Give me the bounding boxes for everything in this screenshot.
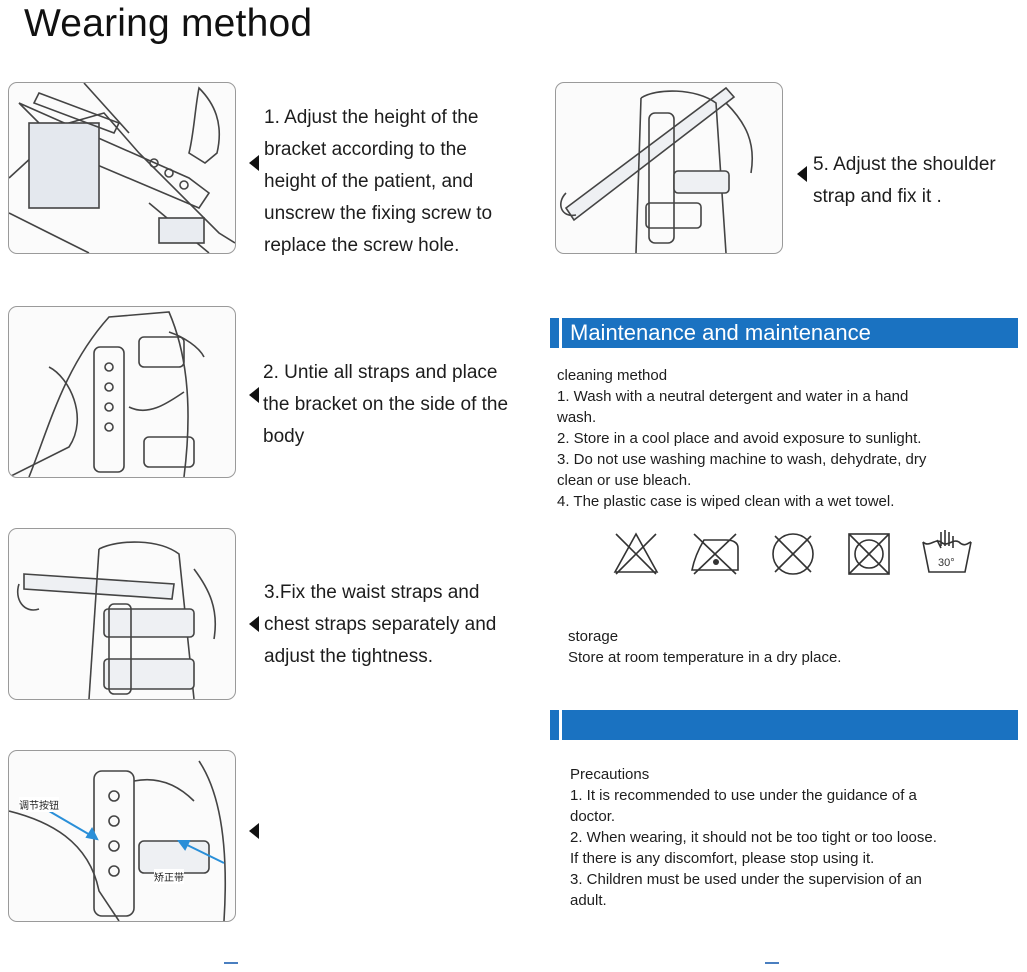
correction-strap-label: 矫正带 — [154, 869, 184, 884]
page-title: Wearing method — [24, 2, 313, 45]
wash-temperature: 30° — [938, 557, 955, 569]
step2-pointer-icon — [249, 387, 259, 403]
step5-photo — [555, 82, 783, 254]
step3-text: 3.Fix the waist straps and chest straps … — [264, 582, 497, 667]
precaution-line: doctor. — [570, 808, 616, 825]
no-bleach-icon — [613, 532, 659, 575]
shoulder-strap-illustration — [560, 86, 754, 253]
cleaning-line: 3. Do not use washing machine to wash, d… — [557, 451, 927, 468]
precaution-line: 3. Children must be used under the super… — [570, 871, 922, 888]
cleaning-line: 1. Wash with a neutral detergent and wat… — [557, 388, 909, 405]
step2-text: 2. Untie all straps and place the bracke… — [263, 362, 509, 447]
precautions-section: Precautions 1. It is recommended to use … — [570, 764, 937, 911]
storage-text: Store at room temperature in a dry place… — [568, 649, 842, 666]
precaution-line: 1. It is recommended to use under the gu… — [570, 787, 917, 804]
step4-photo: 调节按钮 矫正带 — [8, 750, 236, 922]
bottom-divider-right — [765, 962, 779, 964]
precautions-title: Precautions — [570, 766, 650, 783]
precaution-line: If there is any discomfort, please stop … — [570, 850, 875, 867]
step5-text: 5. Adjust the shoulder strap and fix it … — [813, 154, 996, 207]
cleaning-line: wash. — [557, 409, 597, 426]
no-iron-icon — [691, 533, 739, 575]
cleaning-line: clean or use bleach. — [557, 472, 692, 489]
step5-pointer-icon — [797, 166, 807, 182]
step3-photo — [8, 528, 236, 700]
bracket-adjust-illustration — [9, 83, 235, 253]
adjust-button-illustration — [9, 760, 227, 921]
step1-pointer-icon — [249, 155, 259, 171]
bracket-side-illustration — [9, 311, 205, 477]
bottom-divider-left — [224, 962, 238, 964]
adjust-button-label: 调节按钮 — [19, 797, 59, 812]
precaution-line: adult. — [570, 892, 607, 909]
storage-section: storage Store at room temperature in a d… — [568, 626, 841, 668]
precaution-line: 2. When wearing, it should not be too ti… — [570, 829, 937, 846]
step2-photo — [8, 306, 236, 478]
storage-title: storage — [568, 628, 619, 645]
cleaning-section: cleaning method 1. Wash with a neutral d… — [557, 365, 926, 512]
maintenance-header: Maintenance and maintenance — [550, 318, 1018, 348]
cleaning-title: cleaning method — [557, 367, 668, 384]
step3-pointer-icon — [249, 616, 259, 632]
waist-strap-illustration — [17, 541, 217, 699]
step1-text: 1. Adjust the height of the bracket acco… — [264, 107, 493, 256]
cleaning-line: 4. The plastic case is wiped clean with … — [557, 493, 895, 510]
maintenance-header-text: Maintenance and maintenance — [570, 320, 871, 345]
no-dry-clean-icon — [772, 533, 814, 575]
step1-photo — [8, 82, 236, 254]
precautions-header-bar — [550, 710, 1018, 740]
cleaning-line: 2. Store in a cool place and avoid expos… — [557, 430, 922, 447]
step4-pointer-icon — [249, 823, 259, 839]
no-tumble-dry-icon — [848, 533, 890, 575]
hand-wash-icon — [922, 530, 972, 573]
